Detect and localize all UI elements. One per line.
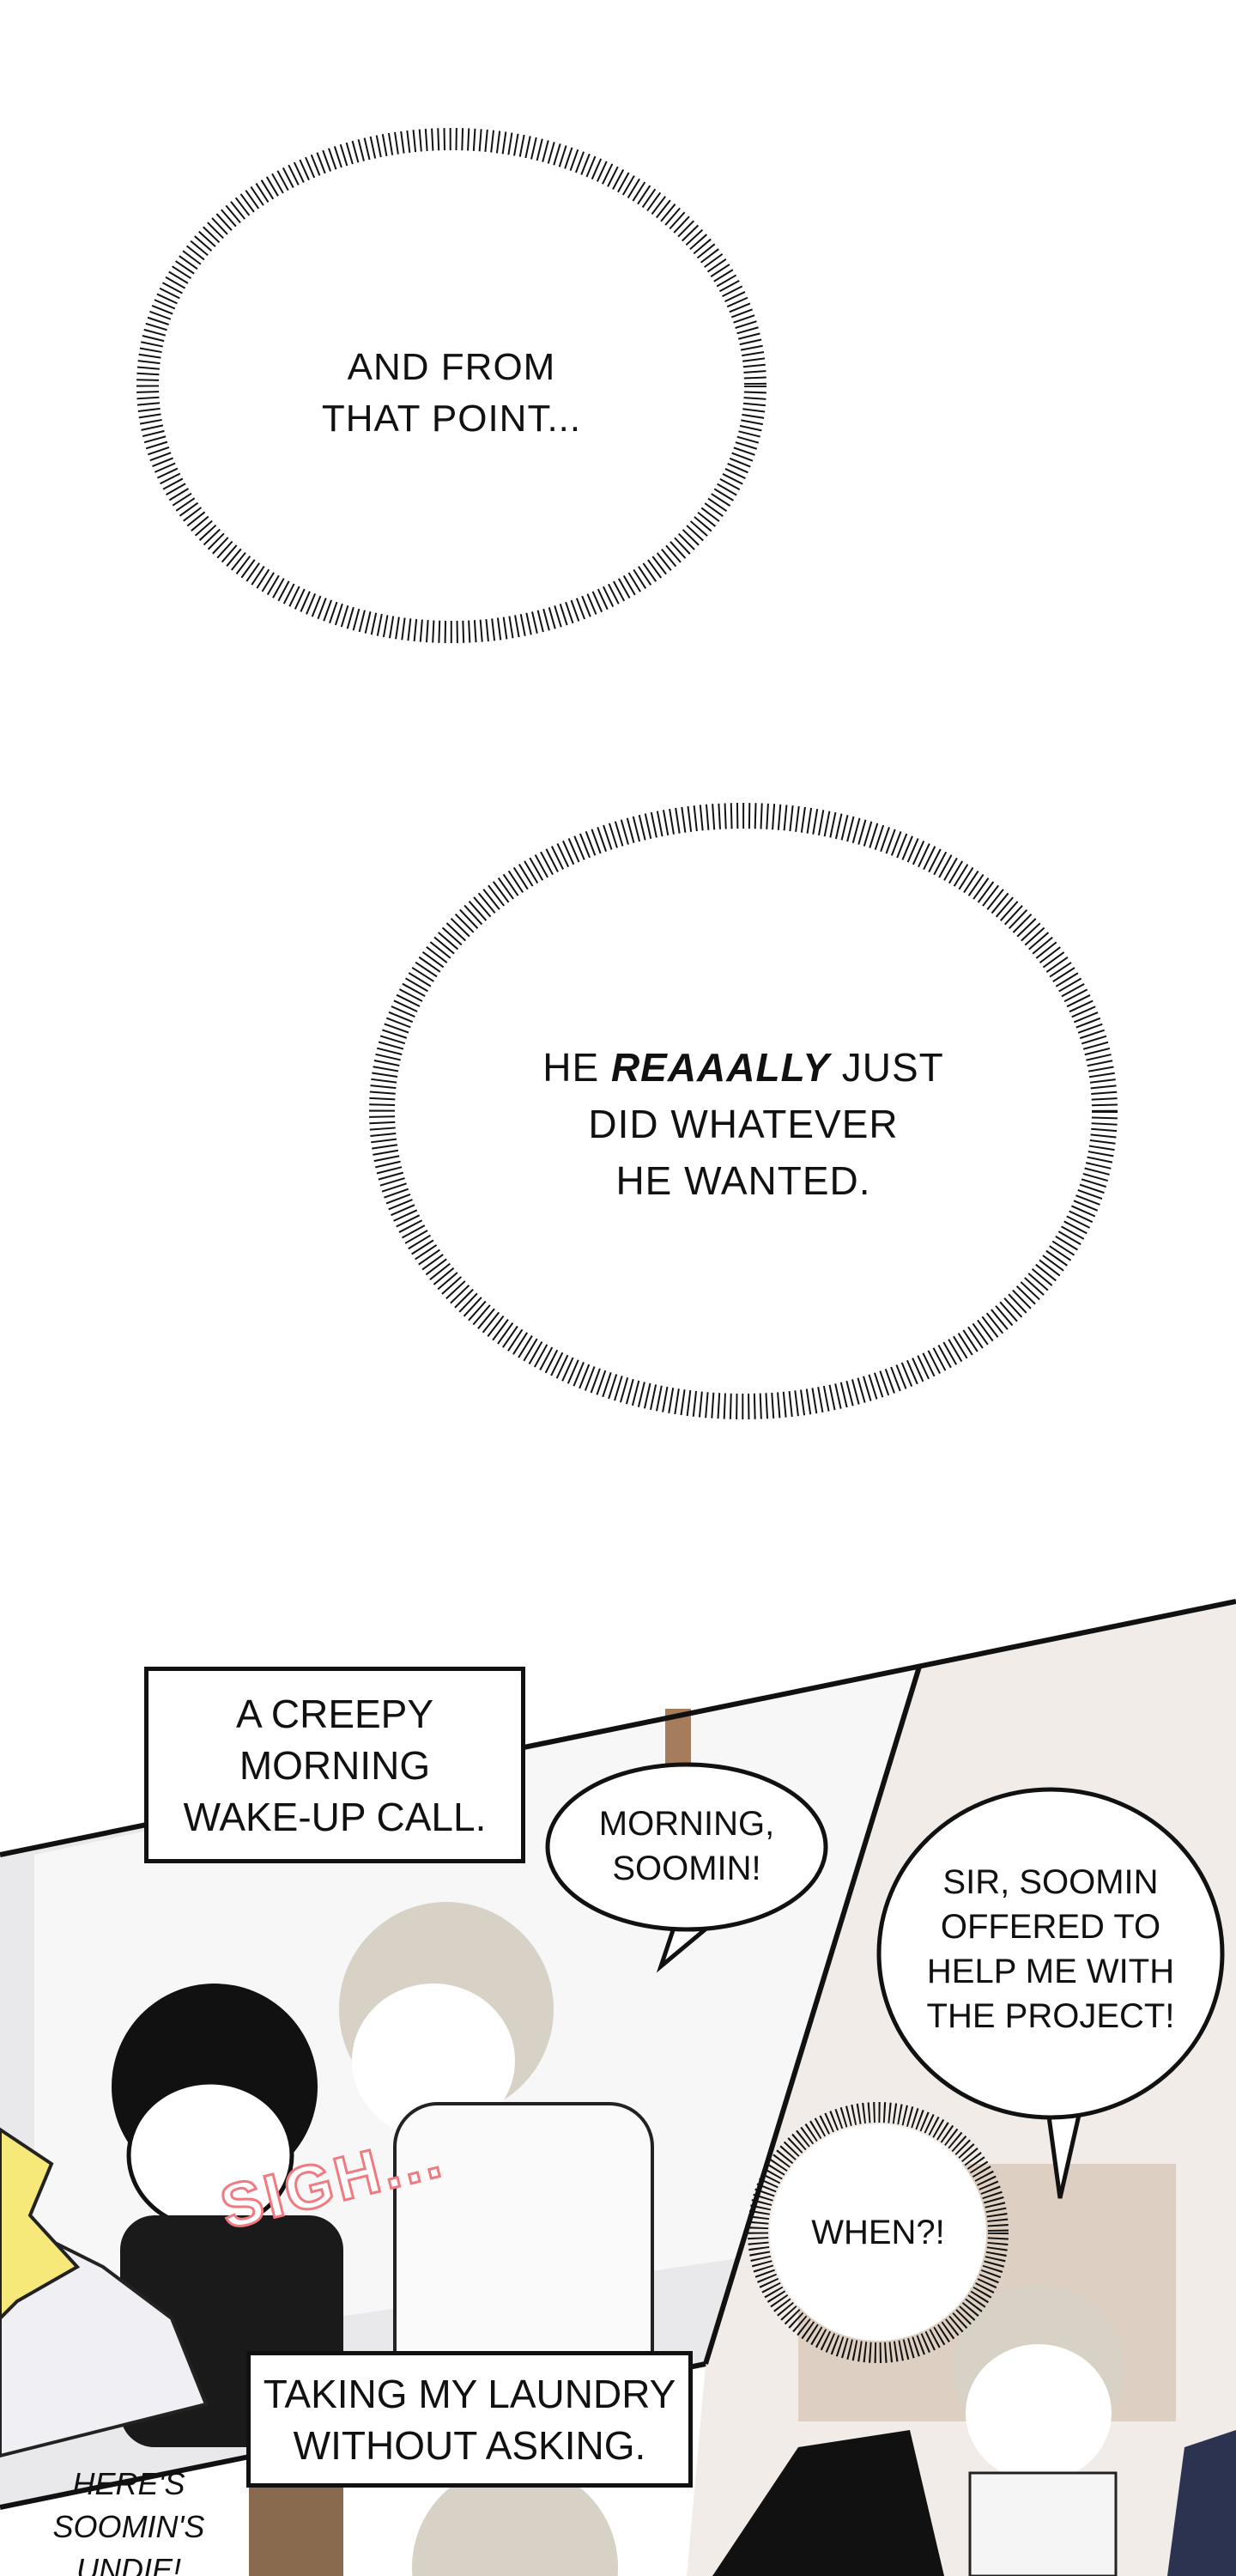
narration-1: AND FROM THAT POINT...: [280, 342, 623, 445]
undie-text: HERE'S SOOMIN'S UNDIE!: [43, 2463, 215, 2576]
narration-2: HE REAAALLY JUST DID WHATEVER HE WANTED.: [486, 1039, 1001, 1209]
bubble-line: THE PROJECT!: [926, 1997, 1175, 2035]
sir-bubble-text: SIR, SOOMIN OFFERED TO HELP ME WITH THE PRO…: [905, 1838, 1197, 2061]
shout-burst: [0, 2127, 81, 2321]
bubble-line: SOOMIN!: [612, 1850, 761, 1887]
narration-2-pre: HE: [542, 1045, 611, 1090]
when-text: WHEN?!: [811, 2214, 945, 2251]
bubble-line: OFFERED TO: [940, 1908, 1161, 1946]
narration-ellipse-2: [369, 803, 1118, 1419]
caption-line: A CREEPY: [235, 1691, 434, 1736]
narration-2-line-b: DID WHATEVER: [588, 1102, 899, 1146]
sir-bubble: [876, 1787, 1225, 2120]
bubble-line: MORNING,: [598, 1805, 775, 1843]
narration-1-line-a: AND FROM: [347, 346, 556, 388]
narration-2-post: JUST: [829, 1045, 944, 1090]
narration-1-line-b: THAT POINT...: [321, 398, 582, 440]
bubble-line: SIR, SOOMIN: [942, 1863, 1159, 1901]
side-line: SOOMIN'S: [52, 2509, 205, 2544]
narration-2-line-c: HE WANTED.: [615, 1158, 871, 1203]
bubble-line: HELP ME WITH: [926, 1953, 1175, 1990]
side-line: UNDIE!: [76, 2552, 181, 2576]
caption-line: TAKING MY LAUNDRY: [263, 2371, 676, 2416]
caption-laundry: TAKING MY LAUNDRY WITHOUT ASKING.: [246, 2351, 693, 2488]
caption-line: WITHOUT ASKING.: [293, 2422, 646, 2468]
morning-bubble-text: MORNING, SOOMIN!: [566, 1786, 807, 1906]
when-burst: [748, 2102, 1009, 2363]
morning-bubble: [545, 1762, 828, 1932]
narration-2-emphasis: REAAALLY: [610, 1045, 830, 1090]
narration-ellipse-1: [136, 128, 766, 643]
caption-creepy-morning: A CREEPY MORNING WAKE-UP CALL.: [144, 1667, 525, 1863]
caption-line: MORNING: [239, 1742, 431, 1788]
side-line: HERE'S: [72, 2466, 185, 2501]
caption-line: WAKE-UP CALL.: [183, 1794, 487, 1839]
